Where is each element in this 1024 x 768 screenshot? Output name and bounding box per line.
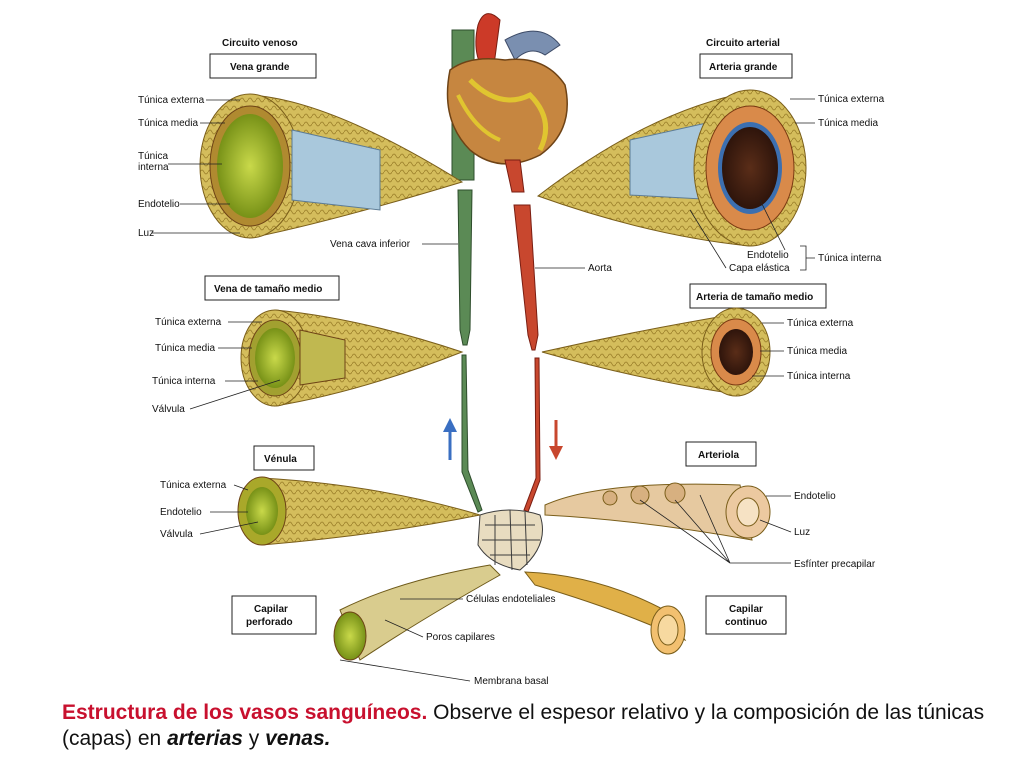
label-endotelio: Endotelio: [747, 250, 789, 261]
aorta-label: Aorta: [588, 263, 612, 274]
medium-artery-labels: Túnica externa Túnica media Túnica inter…: [752, 318, 854, 382]
label-tunica-externa: Túnica externa: [138, 95, 205, 106]
label-capa-elastica: Capa elástica: [729, 263, 790, 274]
arteriole-title: Arteriola: [698, 450, 740, 461]
venule-labels: Túnica externa Endotelio Válvula: [160, 480, 259, 540]
large-artery-labels: Túnica externa Túnica media Endotelio Ca…: [689, 94, 885, 274]
caption-text: Observe el espesor relativo y la composi…: [62, 701, 985, 750]
label-valvula: Válvula: [152, 404, 185, 415]
label-tunica-media: Túnica media: [155, 343, 215, 354]
label-tunica-externa: Túnica externa: [787, 318, 854, 329]
label-esfinter-precapilar: Esfínter precapilar: [794, 559, 876, 570]
perforated-capillary-box: [231, 595, 317, 635]
up-arrow-icon: [443, 418, 457, 460]
medium-vein-labels: Túnica externa Túnica media Túnica inter…: [152, 317, 281, 415]
perforated-capillary-illustration: [333, 564, 501, 661]
capillary-network: [477, 509, 543, 571]
arterial-circuit-title: Circuito arterial: [706, 38, 780, 49]
label-endotelio: Endotelio: [794, 491, 836, 502]
medium-vein-illustration: [240, 309, 464, 407]
caption: Estructura de los vasos sanguíneos. Obse…: [62, 700, 992, 752]
continuous-capillary-box: [705, 595, 787, 635]
continuous-capillary-title-1: Capilar: [729, 604, 763, 615]
medium-artery-title: Arteria de tamaño medio: [696, 292, 813, 303]
arteriole-box: [685, 441, 757, 467]
label-tunica-interna: Túnica interna: [787, 371, 851, 382]
large-vein-illustration: [199, 93, 464, 239]
large-artery-illustration: [536, 89, 807, 247]
large-vein-title: Vena grande: [230, 62, 290, 73]
arteriole-labels: Endotelio Luz Esfínter precapilar: [639, 491, 876, 570]
label-endotelio: Endotelio: [160, 507, 202, 518]
blood-vessels-diagram: Circuito venoso Circuito arterial Vena c…: [138, 13, 885, 687]
venule-title: Vénula: [264, 454, 297, 465]
down-arrow-icon: [549, 420, 563, 460]
label-tunica-interna: Túnica interna: [818, 253, 882, 264]
caption-arterias: arterias: [167, 727, 243, 750]
caption-title: Estructura de los vasos sanguíneos.: [62, 701, 428, 724]
caption-y: y: [242, 727, 266, 750]
perforated-capillary-title-2: perforado: [246, 617, 293, 628]
continuous-capillary-title-2: continuo: [725, 617, 767, 628]
vena-cava-tube: [457, 189, 483, 513]
perforated-capillary-title-1: Capilar: [254, 604, 288, 615]
venule-illustration: [237, 476, 481, 546]
label-endotelio: Endotelio: [138, 199, 180, 210]
label-tunica-media: Túnica media: [787, 346, 847, 357]
label-poros-capilares: Poros capilares: [426, 632, 495, 643]
venule-box: [253, 445, 315, 471]
large-artery-box: [699, 53, 793, 79]
label-valvula: Válvula: [160, 529, 193, 540]
label-interna: interna: [138, 162, 169, 173]
large-vein-box: [209, 53, 317, 79]
label-tunica-externa: Túnica externa: [818, 94, 885, 105]
medium-artery-illustration: [541, 307, 771, 397]
label-luz: Luz: [794, 527, 810, 538]
large-vein-labels: Túnica externa Túnica media Túnica inter…: [138, 95, 240, 239]
perforated-capillary-labels: Células endoteliales Poros capilares Mem…: [339, 594, 556, 687]
label-tunica-interna: Túnica interna: [152, 376, 216, 387]
aorta-tube: [504, 159, 541, 513]
vena-cava-label: Vena cava inferior: [330, 239, 411, 250]
heart: [446, 13, 568, 181]
label-membrana-basal: Membrana basal: [474, 676, 548, 687]
label-tunica-externa: Túnica externa: [155, 317, 222, 328]
label-celulas-endoteliales: Células endoteliales: [466, 594, 556, 605]
venous-circuit-title: Circuito venoso: [222, 38, 298, 49]
label-luz: Luz: [138, 228, 154, 239]
large-artery-title: Arteria grande: [709, 62, 778, 73]
caption-venas: venas.: [265, 727, 331, 750]
arteriole-illustration: [544, 482, 771, 541]
label-tunica: Túnica: [138, 151, 168, 162]
label-tunica-media: Túnica media: [818, 118, 878, 129]
continuous-capillary-illustration: [523, 571, 687, 655]
label-tunica-externa: Túnica externa: [160, 480, 227, 491]
medium-vein-title: Vena de tamaño medio: [214, 284, 322, 295]
medium-vein-box: [204, 275, 340, 301]
medium-artery-box: [689, 283, 827, 309]
label-tunica-media: Túnica media: [138, 118, 198, 129]
